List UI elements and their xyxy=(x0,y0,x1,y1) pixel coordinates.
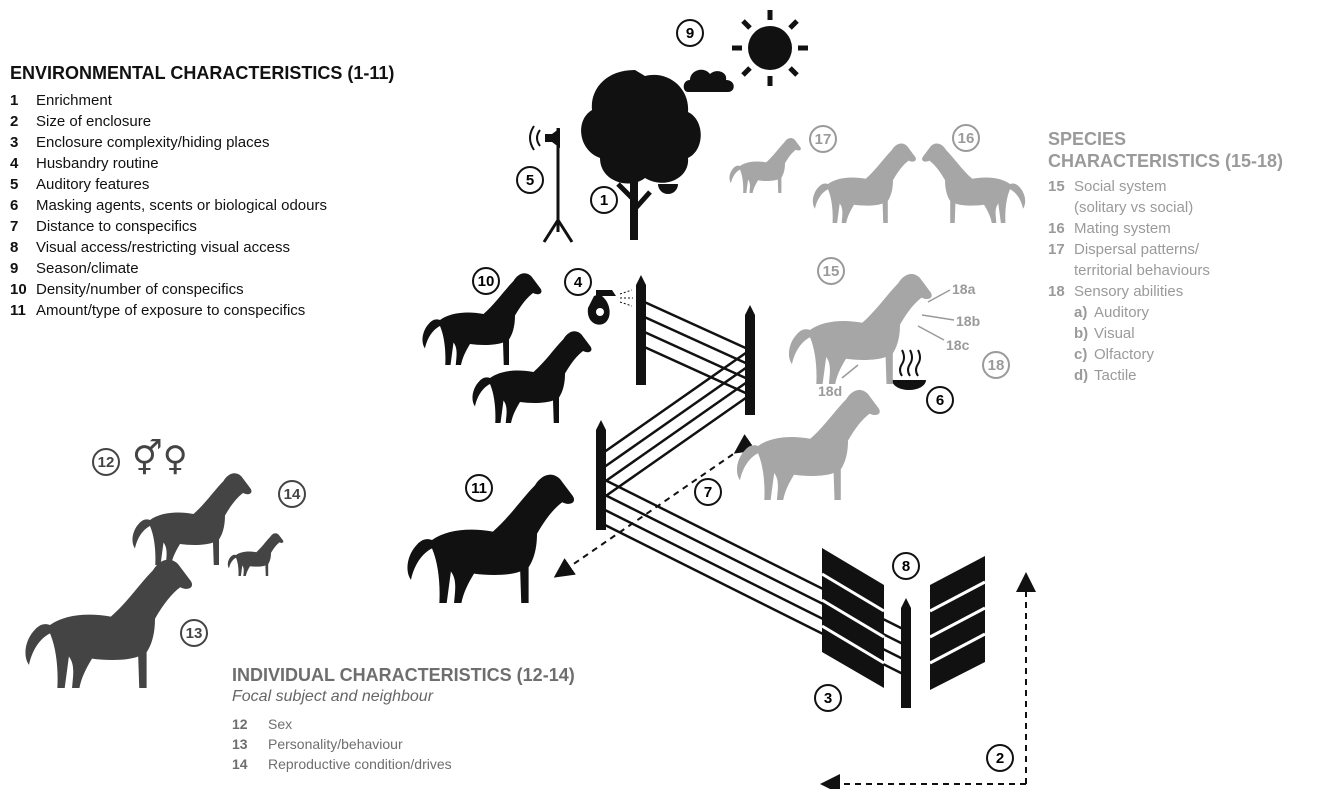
svg-text:11: 11 xyxy=(471,480,487,497)
svg-text:14: 14 xyxy=(284,486,301,503)
individual-panel: INDIVIDUAL CHARACTERISTICS (12-14) Focal… xyxy=(232,664,575,774)
sex-symbols: ⚥♀ xyxy=(132,438,188,479)
svg-text:18c: 18c xyxy=(946,337,970,353)
svg-text:17: 17 xyxy=(815,131,832,148)
svg-text:7: 7 xyxy=(704,484,712,501)
svg-text:18a: 18a xyxy=(952,281,976,297)
svg-text:5: 5 xyxy=(526,172,534,189)
svg-text:18d: 18d xyxy=(818,383,842,399)
svg-text:1: 1 xyxy=(600,192,608,209)
individual-subtitle: Focal subject and neighbour xyxy=(232,688,575,706)
list-item: d)Tactile xyxy=(1074,365,1283,386)
cloud-icon xyxy=(684,70,734,92)
svg-text:12: 12 xyxy=(98,454,115,471)
species-title: SPECIES CHARACTERISTICS (15-18) xyxy=(1048,128,1283,172)
svg-text:4: 4 xyxy=(574,274,583,291)
svg-text:8: 8 xyxy=(902,558,910,575)
sun-icon xyxy=(732,10,808,86)
environmental-title: ENVIRONMENTAL CHARACTERISTICS (1-11) xyxy=(10,62,394,84)
svg-text:9: 9 xyxy=(686,25,694,42)
svg-text:18: 18 xyxy=(988,357,1005,374)
spray-bottle-icon xyxy=(588,290,633,325)
horse-group-black xyxy=(407,273,591,603)
svg-text:18b: 18b xyxy=(956,313,980,329)
tree-icon xyxy=(581,70,701,240)
list-item: c)Olfactory xyxy=(1074,344,1283,365)
individual-title: INDIVIDUAL CHARACTERISTICS (12-14) xyxy=(232,664,575,686)
horse-group-grey xyxy=(729,138,1025,500)
senses-list: a)Auditory b)Visual c)Olfactory d)Tactil… xyxy=(1048,302,1283,386)
odour-bowl-icon xyxy=(892,350,926,390)
svg-text:16: 16 xyxy=(958,130,975,147)
horse-group-darkgrey xyxy=(25,473,283,688)
svg-text:6: 6 xyxy=(936,392,944,409)
list-item: b)Visual xyxy=(1074,323,1283,344)
svg-text:13: 13 xyxy=(186,625,203,642)
svg-text:15: 15 xyxy=(823,263,840,280)
list-item: a)Auditory xyxy=(1074,302,1283,323)
svg-text:10: 10 xyxy=(478,273,495,290)
svg-text:2: 2 xyxy=(996,750,1004,767)
distance-arrow xyxy=(562,448,742,572)
svg-text:3: 3 xyxy=(824,690,832,707)
